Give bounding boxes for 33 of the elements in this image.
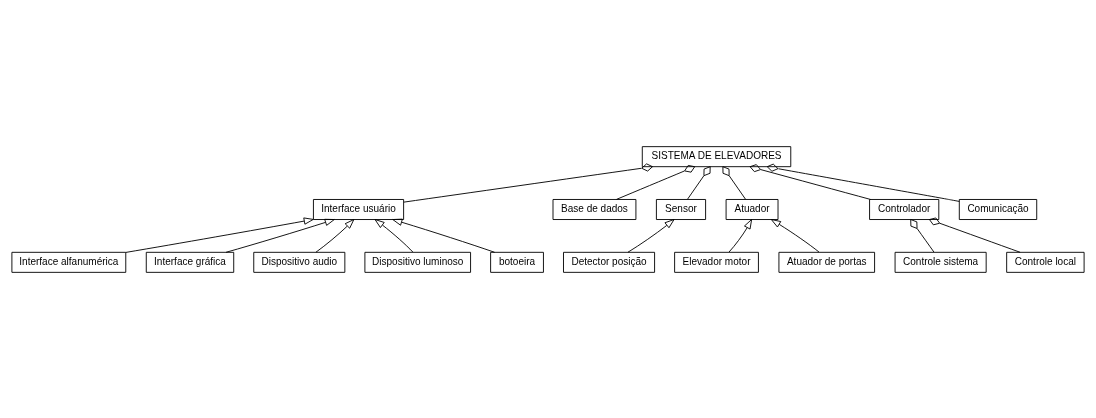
node-box: botoeira: [490, 251, 544, 273]
node-box: Base de dados: [552, 198, 637, 220]
arrow: [728, 218, 753, 252]
connector: [403, 162, 653, 203]
node-box: Dispositivo luminoso: [364, 251, 472, 273]
node-box: Dispositivo audio: [253, 251, 346, 273]
arrow: [374, 218, 414, 252]
connector: [766, 163, 960, 202]
node-box: Controle local: [1006, 251, 1085, 273]
node-box: Interface gráfica: [145, 251, 235, 273]
connector: [616, 164, 696, 200]
arrow: [770, 218, 820, 252]
node-box: Controle sistema: [894, 251, 987, 273]
connector: [910, 218, 935, 252]
arrow: [627, 218, 675, 253]
node-box: Controlador: [869, 198, 940, 220]
node-box: Elevador motor: [674, 251, 759, 273]
node-box: Detector posição: [563, 251, 656, 273]
arrow: [392, 218, 496, 253]
connector: [722, 165, 746, 200]
node-box: Interface alfanumérica: [11, 251, 127, 273]
arrow: [315, 218, 355, 253]
arrow: [125, 216, 314, 253]
node-box: Comunicação: [958, 198, 1038, 220]
connector: [749, 163, 872, 200]
node-box: Interface usuário: [312, 198, 405, 220]
node-box: Atuador: [725, 198, 779, 220]
node-box: Sensor: [655, 198, 707, 220]
node-box: Atuador de portas: [778, 251, 876, 273]
connector: [687, 165, 711, 200]
node-box: SISTEMA DE ELEVADORES: [641, 145, 792, 167]
connector: [928, 217, 1021, 253]
arrow: [225, 218, 335, 253]
